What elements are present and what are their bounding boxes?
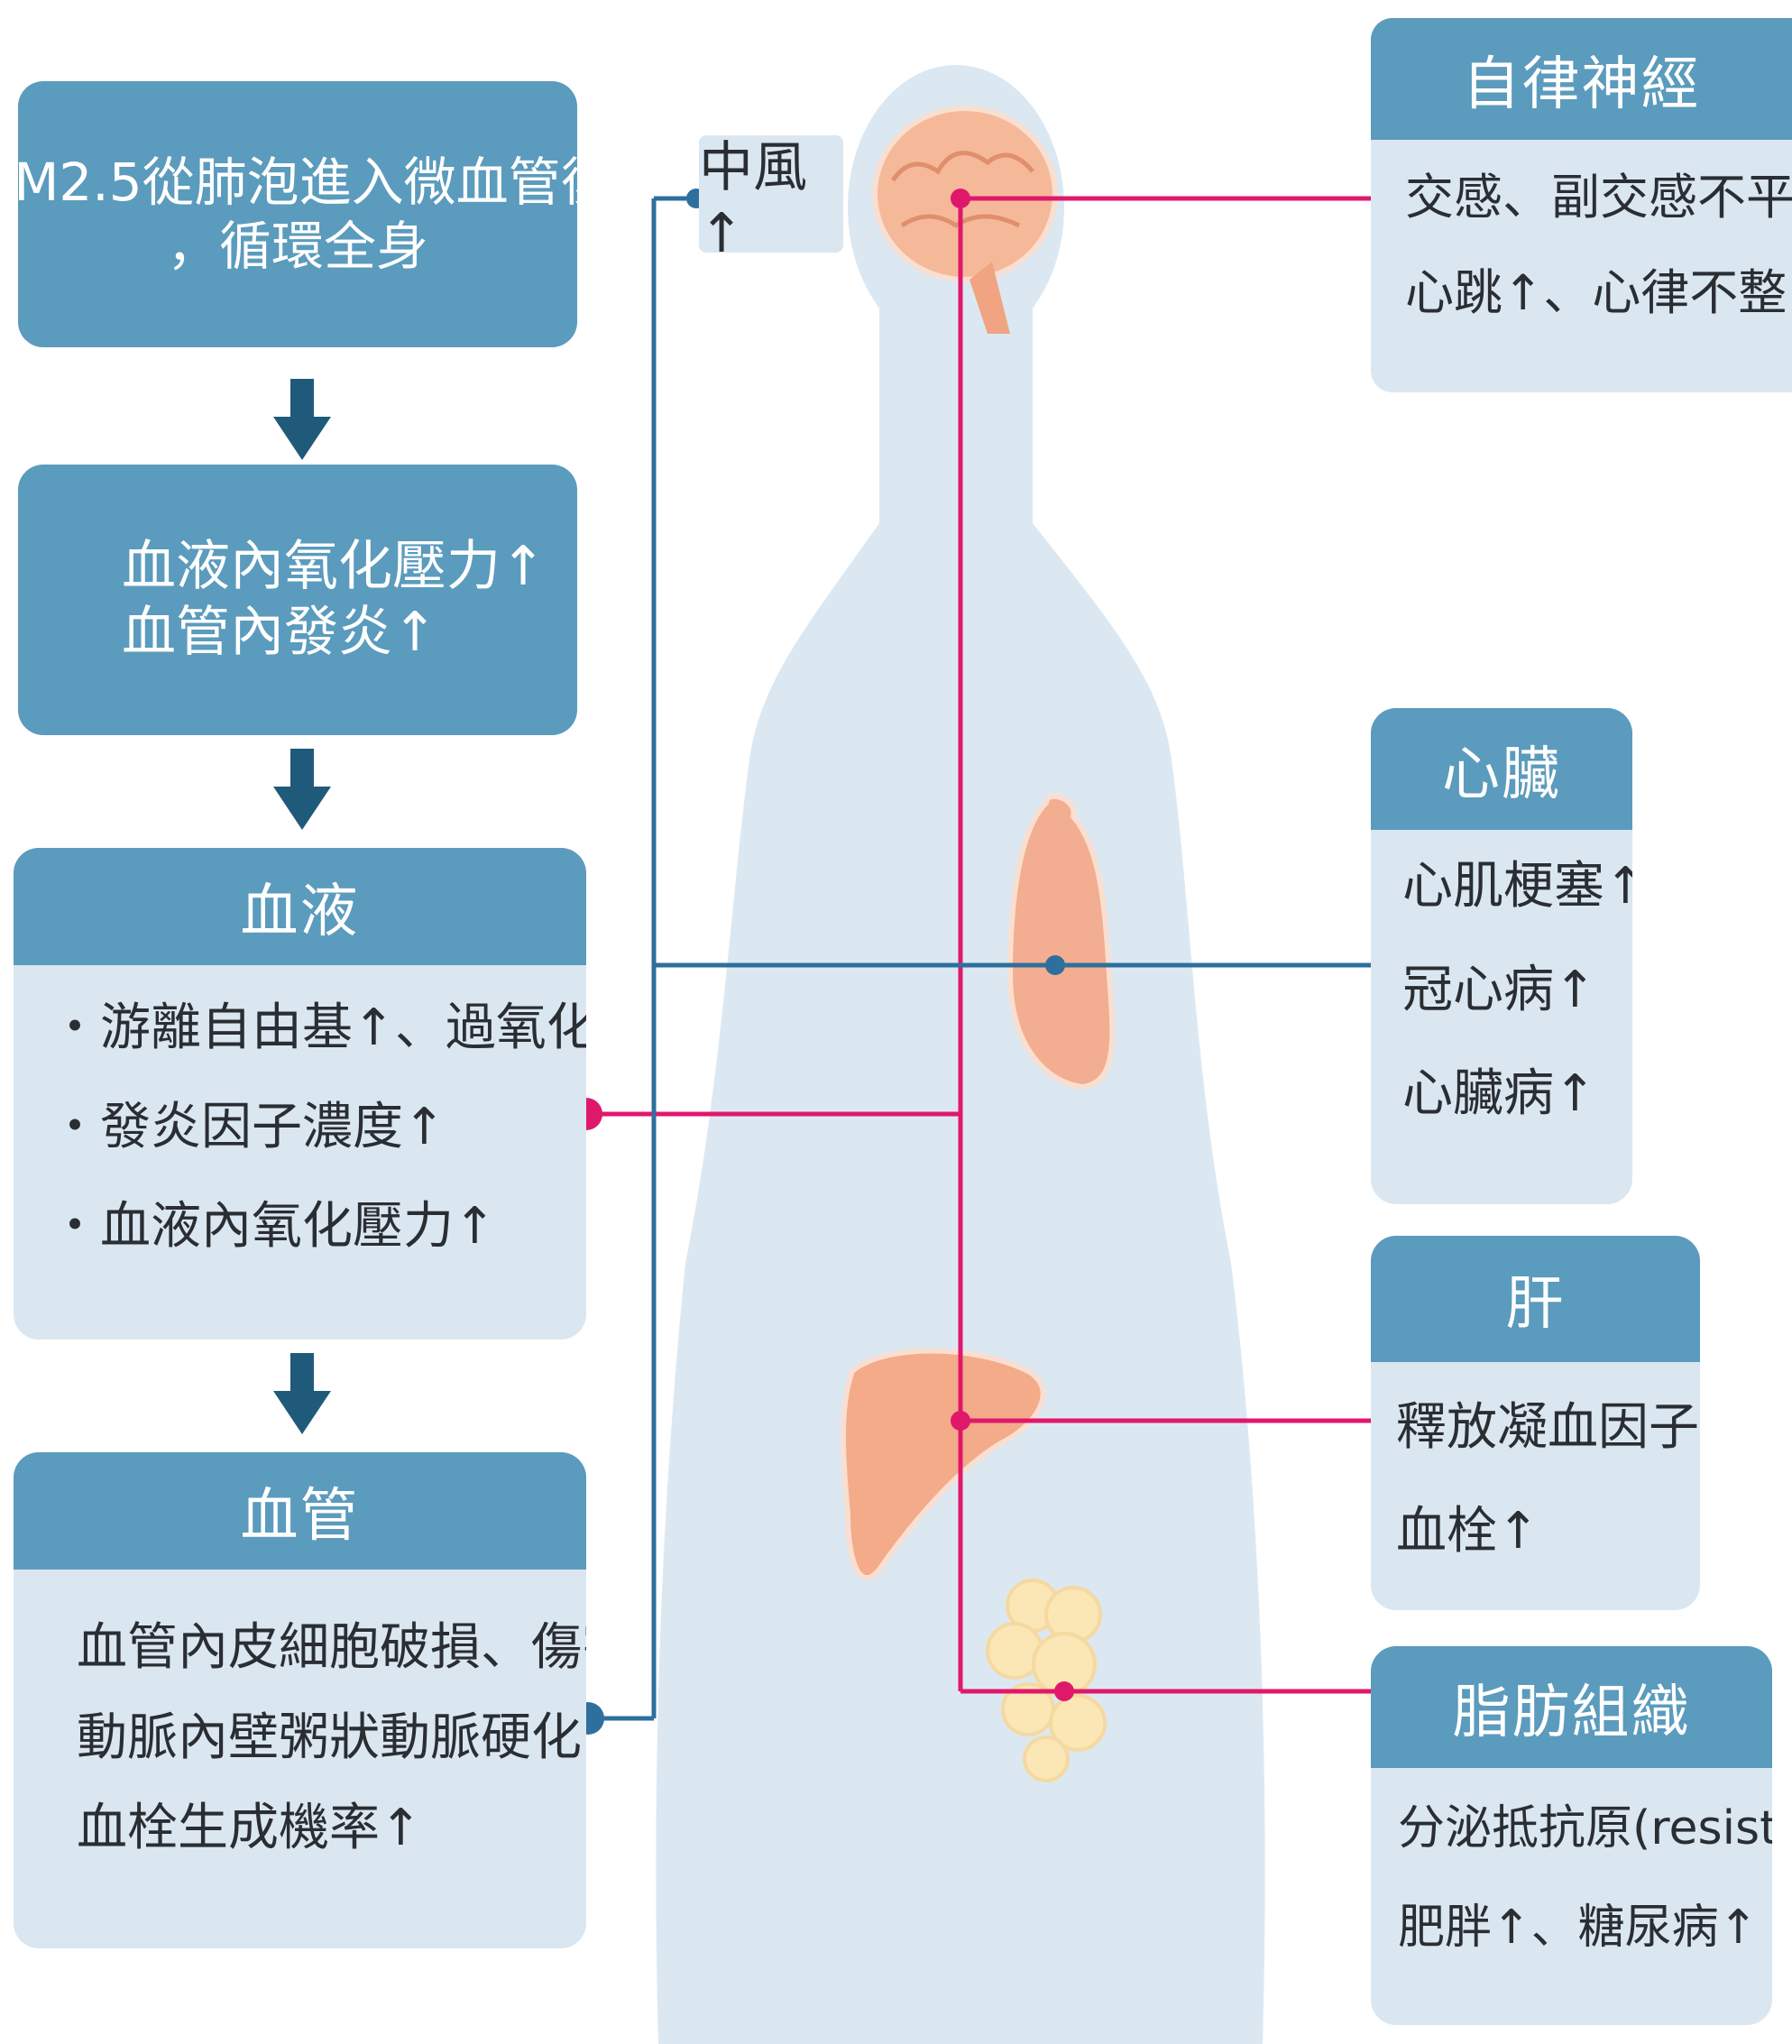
brain-dot (951, 189, 970, 208)
stress-line-2: 血管內發炎↑ (122, 601, 438, 664)
liver-title: 肝 (1371, 1236, 1700, 1362)
nerve-item: 心跳↑、心律不整↑ (1405, 263, 1792, 321)
nerve-box: 自律神經 交感、副交感不平衡 心跳↑、心律不整↑ (1371, 18, 1792, 392)
blood-item: ・血液內氧化壓力↑ (50, 1197, 496, 1256)
nerve-item: 交感、副交感不平衡 (1405, 169, 1792, 226)
heart-icon (1006, 793, 1116, 1091)
blood-list: ・游離自由基↑、過氧化物↑ ・發炎因子濃度↑ ・血液內氧化壓力↑ (14, 965, 586, 1276)
down-arrow-icon (273, 379, 331, 460)
liver-item: 血栓↑ (1396, 1502, 1539, 1561)
fat-tissue-icon (986, 1579, 1107, 1782)
fat-list: 分泌抵抗原(resistin) 肥胖↑、糖尿病↑ (1371, 1768, 1772, 1975)
intro-line-2: ，循環全身 (166, 215, 428, 277)
fat-box: 脂肪組織 分泌抵抗原(resistin) 肥胖↑、糖尿病↑ (1371, 1646, 1772, 2025)
intro-box: PM2.5從肺泡進入微血管後 ，循環全身 (18, 81, 577, 347)
heart-item: 心臟病↑ (1402, 1064, 1596, 1123)
liver-dot (951, 1411, 970, 1431)
heart-item: 心肌梗塞↑ (1402, 857, 1632, 916)
stress-line-1: 血液內氧化壓力↑ (122, 534, 547, 598)
blood-item: ・游離自由基↑、過氧化物↑ (50, 999, 586, 1057)
heart-item: 冠心病↑ (1402, 961, 1596, 1019)
heart-dot (1045, 955, 1065, 975)
pink-connectors (586, 196, 1371, 1694)
stress-box: 血液內氧化壓力↑ 血管內發炎↑ (18, 465, 577, 735)
liver-icon (841, 1348, 1046, 1580)
vessel-box: 血管 血管內皮細胞破損、傷害↑ 動脈內壁粥狀動脈硬化↑ 血栓生成機率↑ (14, 1452, 586, 1948)
heart-box: 心臟 心肌梗塞↑ 冠心病↑ 心臟病↑ (1371, 708, 1632, 1204)
blood-box: 血液 ・游離自由基↑、過氧化物↑ ・發炎因子濃度↑ ・血液內氧化壓力↑ (14, 848, 586, 1340)
intro-line-1: PM2.5從肺泡進入微血管後 (18, 151, 577, 213)
vessel-item: 血管內皮細胞破損、傷害↑ (77, 1618, 586, 1677)
heart-title: 心臟 (1371, 708, 1632, 830)
blood-item: ・發炎因子濃度↑ (50, 1098, 446, 1156)
down-arrow-icon (273, 1353, 331, 1434)
vessel-title: 血管 (14, 1452, 586, 1570)
heart-list: 心肌梗塞↑ 冠心病↑ 心臟病↑ (1371, 830, 1632, 1144)
nerve-title: 自律神經 (1371, 18, 1792, 140)
down-arrow-icon (273, 749, 331, 830)
fat-title: 脂肪組織 (1371, 1646, 1772, 1768)
liver-item: 釋放凝血因子↑ (1396, 1398, 1700, 1457)
flow-arrows (273, 379, 331, 1434)
liver-list: 釋放凝血因子↑ 血栓↑ (1371, 1362, 1700, 1581)
blood-title: 血液 (14, 848, 586, 965)
vessel-list: 血管內皮細胞破損、傷害↑ 動脈內壁粥狀動脈硬化↑ 血栓生成機率↑ (14, 1570, 586, 1878)
fat-item: 分泌抵抗原(resistin) (1398, 1801, 1772, 1855)
vessel-item: 動脈內壁粥狀動脈硬化↑ (77, 1708, 586, 1767)
liver-box: 肝 釋放凝血因子↑ 血栓↑ (1371, 1236, 1700, 1610)
fat-item: 肥胖↑、糖尿病↑ (1398, 1901, 1759, 1955)
vessel-item: 血栓生成機率↑ (77, 1799, 422, 1857)
fat-dot (1054, 1681, 1074, 1701)
nerve-list: 交感、副交感不平衡 心跳↑、心律不整↑ (1371, 140, 1792, 341)
stroke-label: 中風↑ (699, 135, 843, 265)
